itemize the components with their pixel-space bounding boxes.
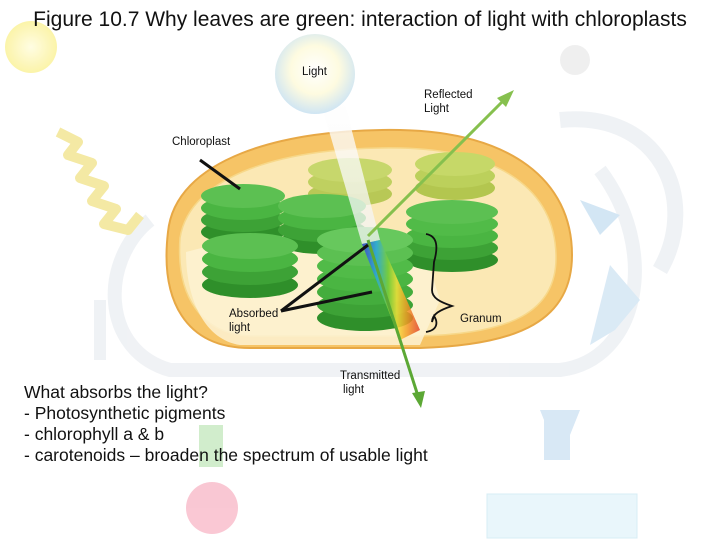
absorbed-light-label: Absorbed light <box>229 308 279 334</box>
question-line: What absorbs the light? <box>24 382 208 402</box>
faded-circle-grey <box>560 45 590 75</box>
faded-box-teal <box>486 493 638 539</box>
transmitted-arrow <box>366 239 420 397</box>
figure-title: Figure 10.7 Why leaves are green: intera… <box>33 8 687 31</box>
faded-background <box>5 21 684 539</box>
chloroplast-label: Chloroplast <box>172 136 231 148</box>
absorbed-pointer-1 <box>280 243 369 313</box>
transmitted-light-label: Transmitted light <box>340 370 401 396</box>
faded-cycle-arrow <box>559 111 684 274</box>
granum-stack <box>406 200 498 272</box>
transmitted-arrowhead <box>412 391 425 408</box>
faded-box-blue <box>544 420 570 460</box>
point-line: - Photosynthetic pigments <box>24 403 226 423</box>
point-line: - carotenoids – broaden the spectrum of … <box>24 445 428 465</box>
chloroplast-pointer <box>199 158 241 191</box>
callouts <box>199 158 455 333</box>
granum-bracket <box>425 233 455 333</box>
point-line: - chlorophyll a & b <box>24 424 165 444</box>
faded-arrow-right-2 <box>590 265 640 345</box>
light-arrows <box>366 90 514 408</box>
faded-arrow-loop <box>107 165 642 377</box>
reflected-arrow <box>366 96 508 238</box>
absorbed-pointer-2 <box>280 290 373 313</box>
granum-label: Granum <box>460 313 502 325</box>
sun-icon <box>5 21 57 73</box>
faded-arrow-right-1 <box>580 200 620 235</box>
faded-circle-pink <box>186 482 238 534</box>
zigzag-light-icon <box>55 127 144 235</box>
pigments-text-block: What absorbs the light? - Photosynthetic… <box>24 382 428 466</box>
reflected-arrowhead <box>497 90 514 107</box>
light-bulb-icon <box>275 34 355 114</box>
faded-box-green <box>199 425 223 467</box>
light-beam <box>320 100 380 244</box>
reflected-light-label: Reflected Light <box>424 89 473 115</box>
granum-stack <box>202 233 298 298</box>
light-label: Light <box>302 66 327 78</box>
